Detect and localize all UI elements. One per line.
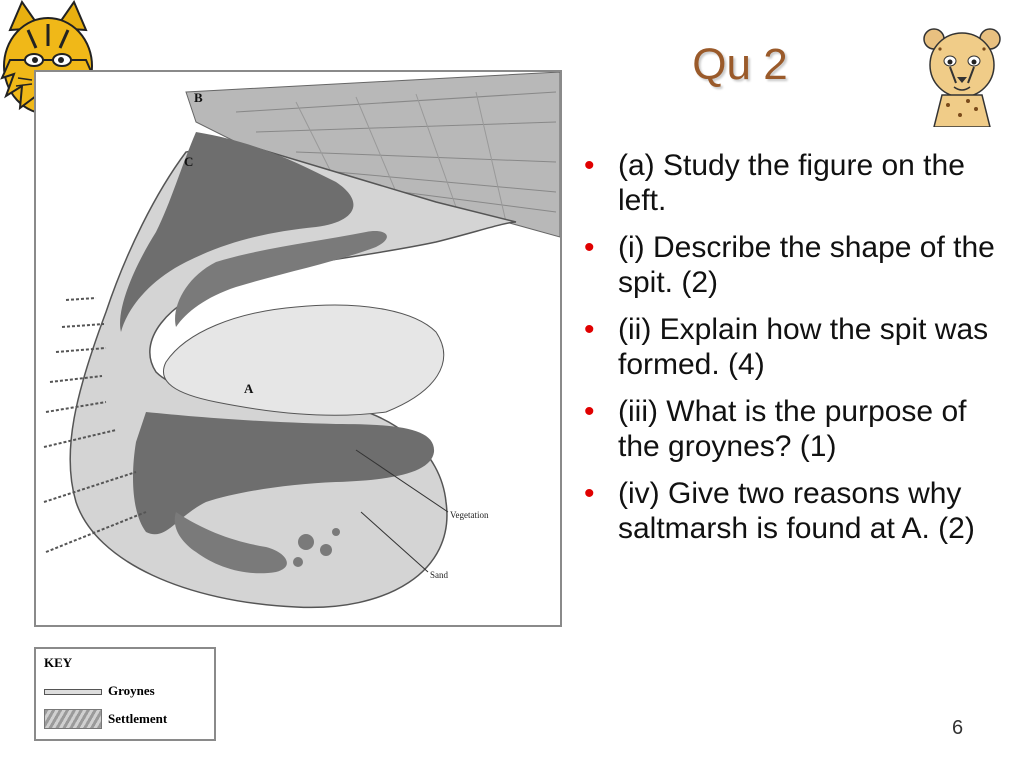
question-text: (ii) Explain how the spit was formed. (4…: [618, 313, 989, 381]
list-item: • (iv) Give two reasons why saltmarsh is …: [580, 476, 1010, 546]
label-a: A: [244, 381, 254, 396]
map-key: KEY Groynes Settlement: [34, 647, 216, 741]
spit-figure: B C A Vegetation Sand: [34, 70, 562, 627]
key-label-groynes: Groynes: [108, 683, 155, 698]
question-text: (iii) What is the purpose of the groynes…: [618, 395, 967, 463]
question-text: (i) Describe the shape of the spit. (2): [618, 231, 995, 299]
label-sand: Sand: [430, 570, 448, 580]
bullet-icon: •: [584, 395, 595, 428]
bullet-icon: •: [584, 313, 595, 346]
question-list: • (a) Study the figure on the left. • (i) …: [580, 148, 1010, 558]
list-item: • (a) Study the figure on the left.: [580, 148, 1010, 218]
vegetation-upper: [120, 132, 354, 332]
cheetah-mascot-icon: [923, 28, 1001, 127]
key-title: KEY: [44, 655, 73, 670]
label-vegetation: Vegetation: [450, 510, 489, 520]
groynes: [43, 297, 147, 553]
question-text: (a) Study the figure on the left.: [618, 149, 965, 217]
label-b: B: [194, 90, 203, 105]
vegetation-lower: [133, 412, 435, 535]
settlement-symbol: [44, 709, 102, 729]
question-text: (iv) Give two reasons why saltmarsh is f…: [618, 477, 975, 545]
key-label-settlement: Settlement: [108, 711, 168, 726]
bullet-icon: •: [584, 477, 595, 510]
list-item: • (i) Describe the shape of the spit. (2): [580, 230, 1010, 300]
spit-map-drawing: [43, 72, 560, 609]
slide-title: Qu 2: [692, 40, 788, 89]
list-item: • (iii) What is the purpose of the groyne…: [580, 394, 1010, 464]
label-c: C: [184, 154, 194, 169]
list-item: • (ii) Explain how the spit was formed. (…: [580, 312, 1010, 382]
saltmarsh-area: [163, 304, 445, 416]
page-number: 6: [952, 717, 964, 739]
bullet-icon: •: [584, 231, 595, 264]
bullet-icon: •: [584, 149, 595, 182]
groynes-symbol: [44, 689, 102, 695]
